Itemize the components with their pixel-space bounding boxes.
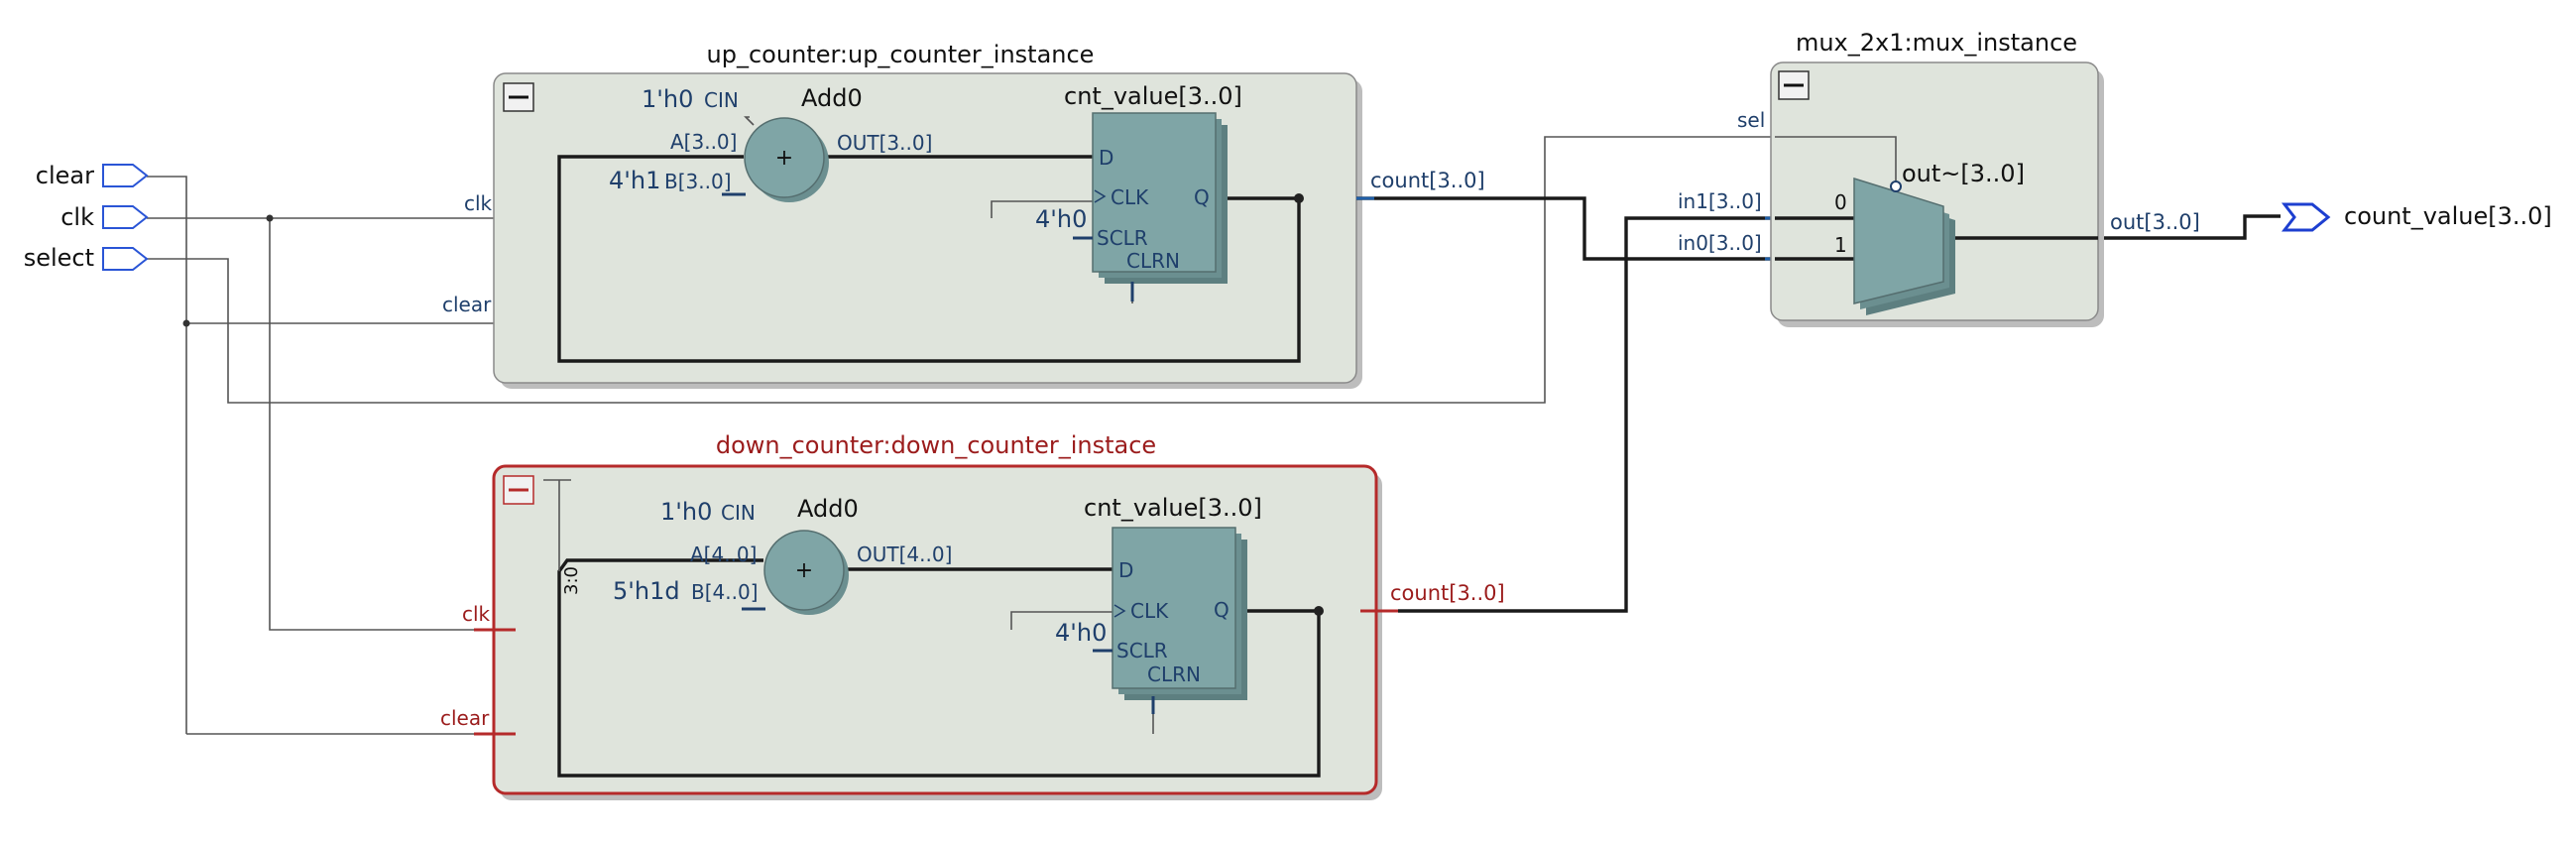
down-counter-pin-out: count[3..0] [1390,581,1505,605]
mux-block[interactable]: 0 1 out~[3..0] [1834,160,2025,315]
up-counter-instance[interactable]: up_counter:up_counter_instance Add0 + 1'… [442,41,1485,389]
mux-in1-index: 0 [1834,190,1847,214]
up-register-q-port: Q [1194,185,1210,209]
down-adder-name: Add0 [797,495,859,523]
up-counter-title: up_counter:up_counter_instance [707,41,1095,68]
mux-pin-out: out[3..0] [2110,210,2200,234]
down-adder-cin-port: CIN [721,501,756,525]
input-port-select[interactable]: select [24,244,149,272]
down-adder-op: + [795,558,813,583]
input-ports: clear clk select [24,162,149,272]
input-port-clear-label: clear [36,162,94,189]
up-adder-b-value: 4'h1 [609,167,660,194]
up-counter-pin-clear: clear [442,293,492,316]
up-adder[interactable]: Add0 + 1'h0 CIN A[3..0] 4'h1 B[3..0] OUT… [609,84,932,202]
mux-sel-label: sel [1737,108,1765,132]
output-port-label: count_value[3..0] [2344,202,2552,230]
input-port-clk-label: clk [60,203,94,231]
up-register-clk-port: CLK [1111,185,1149,209]
down-counter-bus-slice: 3:0 [561,566,582,595]
down-register-sclr-port: SCLR [1116,639,1168,662]
up-register-d-port: D [1099,146,1113,170]
down-counter-pin-clk: clk [462,602,491,626]
down-register-name: cnt_value[3..0] [1084,494,1262,522]
mux-in0-index: 1 [1834,233,1847,257]
mux-in1-label: in1[3..0] [1678,189,1762,213]
down-register-q-port: Q [1214,598,1229,622]
mux-out-label: out~[3..0] [1902,160,2025,187]
up-adder-name: Add0 [801,84,863,112]
down-counter-title: down_counter:down_counter_instace [716,431,1156,459]
down-adder[interactable]: Add0 + 1'h0 CIN A[4..0] 5'h1d B[4..0] OU… [613,495,952,615]
down-counter-pin-clear: clear [440,706,490,730]
up-adder-cin-value: 1'h0 [642,85,693,113]
input-port-clk[interactable]: clk [60,203,149,231]
input-port-clear[interactable]: clear [36,162,149,189]
up-counter-collapse-button[interactable] [503,82,534,112]
bus-wires [1356,196,2281,613]
up-register[interactable]: cnt_value[3..0] D CLK 4'h0 SCLR CLRN Q [1035,82,1242,301]
up-adder-a-port: A[3..0] [670,130,737,154]
up-adder-op: + [775,146,793,171]
down-register-clrn-port: CLRN [1147,662,1201,686]
down-register-clk-port: CLK [1130,599,1169,623]
down-adder-a-port: A[4..0] [690,542,757,566]
up-adder-out-port: OUT[3..0] [837,131,932,155]
mux-title: mux_2x1:mux_instance [1796,29,2077,57]
down-register[interactable]: cnt_value[3..0] D CLK 4'h0 SCLR CLRN Q [1055,494,1262,714]
up-register-sclr-value: 4'h0 [1035,205,1087,233]
mux-in0-label: in0[3..0] [1678,231,1762,255]
down-adder-out-port: OUT[4..0] [857,542,952,566]
mux-instance[interactable]: mux_2x1:mux_instance 0 1 out~[3..0] sel … [1678,29,2200,327]
up-adder-b-port: B[3..0] [664,170,732,193]
down-adder-cin-value: 1'h0 [660,498,712,526]
up-adder-cin-port: CIN [704,88,739,112]
down-counter-collapse-button[interactable] [503,475,534,505]
up-register-clrn-port: CLRN [1126,249,1180,273]
up-counter-pin-out: count[3..0] [1370,169,1485,192]
down-adder-b-value: 5'h1d [613,577,680,605]
down-register-d-port: D [1118,558,1133,582]
up-register-sclr-port: SCLR [1097,226,1148,250]
up-counter-pin-clk: clk [464,191,493,215]
down-adder-b-port: B[4..0] [691,580,759,604]
output-port-count-value[interactable]: count_value[3..0] [2281,202,2552,232]
down-counter-instance[interactable]: down_counter:down_counter_instace 3:0 Ad… [440,431,1505,800]
down-register-sclr-value: 4'h0 [1055,619,1107,647]
input-port-select-label: select [24,244,94,272]
up-register-name: cnt_value[3..0] [1064,82,1242,110]
mux-collapse-button[interactable] [1778,70,1810,100]
